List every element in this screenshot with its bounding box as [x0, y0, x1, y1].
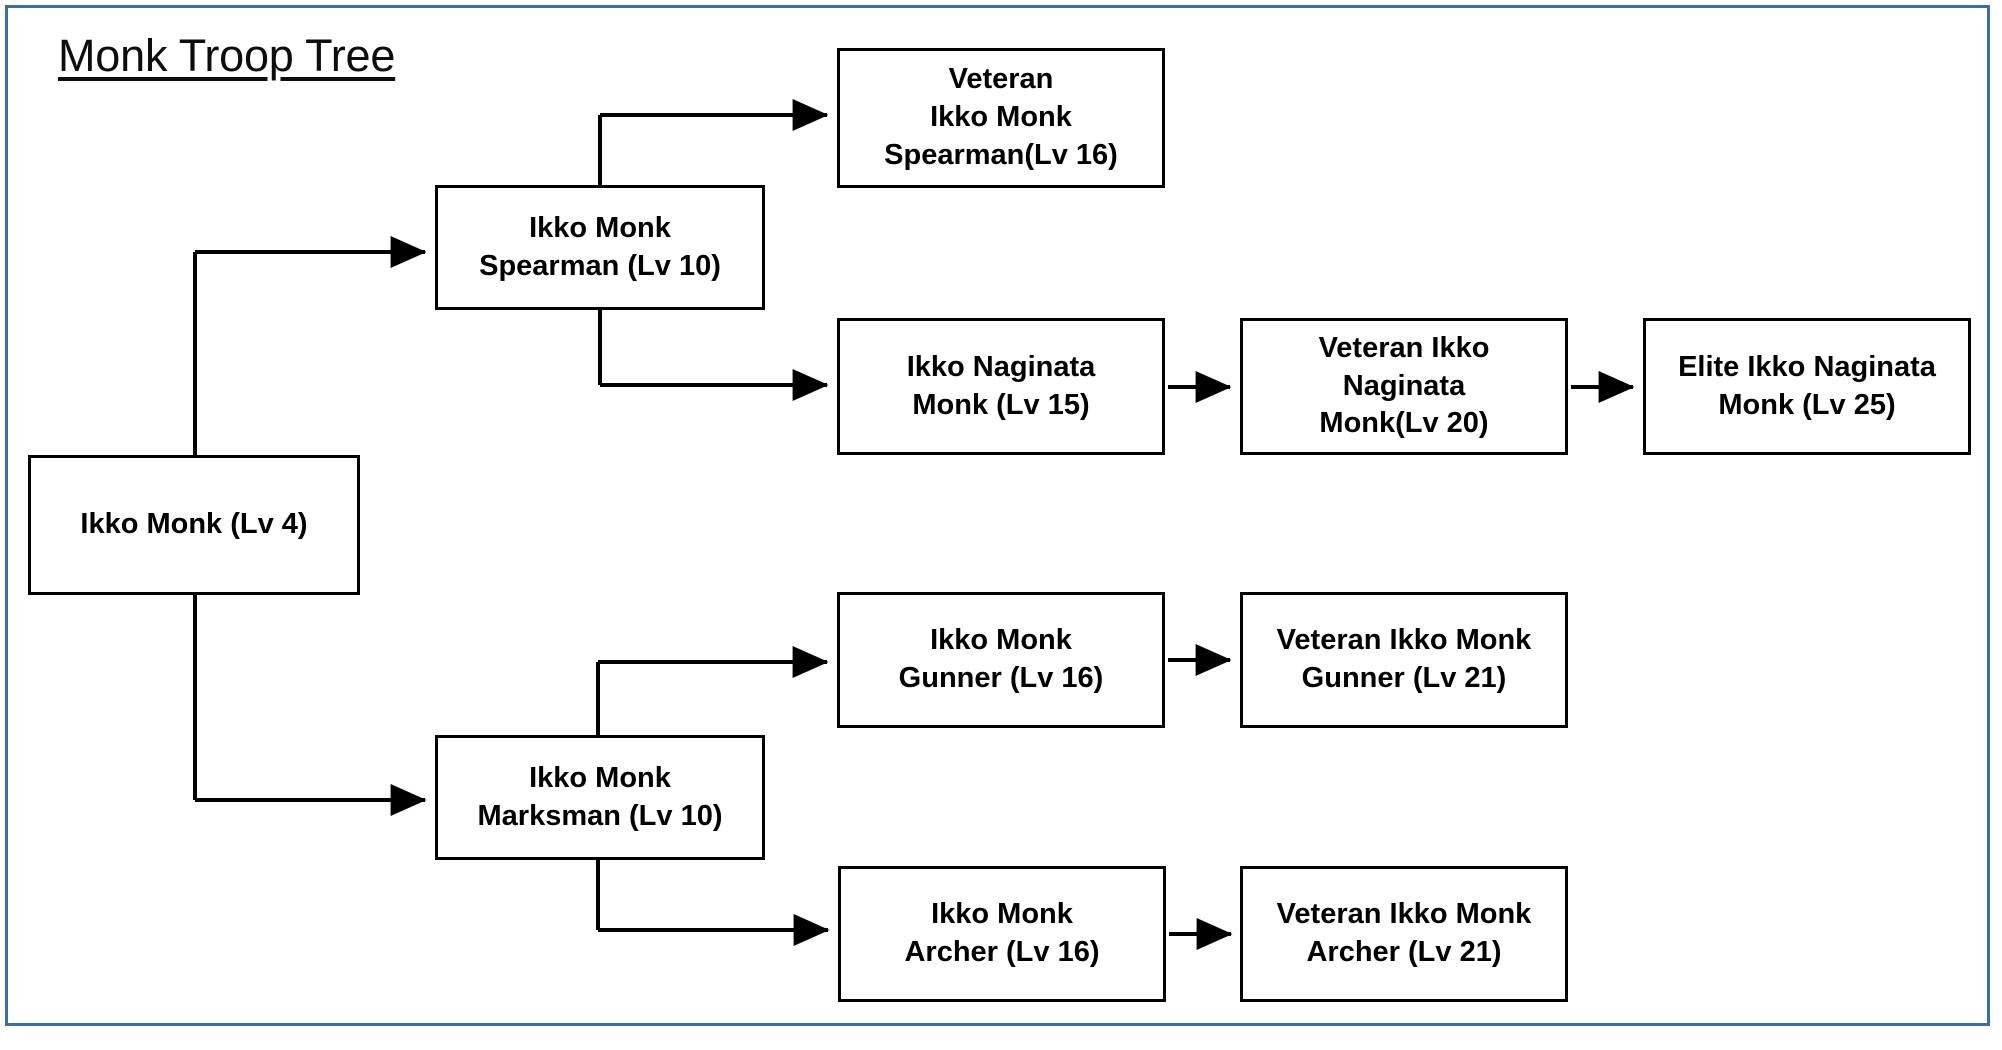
node-veteran-ikko-naginata-monk[interactable]: Veteran Ikko Naginata Monk(Lv 20) [1240, 318, 1568, 455]
node-ikko-monk[interactable]: Ikko Monk (Lv 4) [28, 455, 360, 595]
node-veteran-ikko-monk-gunner[interactable]: Veteran Ikko Monk Gunner (Lv 21) [1240, 592, 1568, 728]
page-title: Monk Troop Tree [58, 30, 396, 81]
node-ikko-monk-spearman[interactable]: Ikko Monk Spearman (Lv 10) [435, 185, 765, 310]
node-veteran-ikko-monk-archer[interactable]: Veteran Ikko Monk Archer (Lv 21) [1240, 866, 1568, 1002]
node-ikko-monk-gunner[interactable]: Ikko Monk Gunner (Lv 16) [837, 592, 1165, 728]
node-ikko-monk-marksman[interactable]: Ikko Monk Marksman (Lv 10) [435, 735, 765, 860]
node-elite-ikko-naginata-monk[interactable]: Elite Ikko Naginata Monk (Lv 25) [1643, 318, 1971, 455]
node-ikko-monk-archer[interactable]: Ikko Monk Archer (Lv 16) [838, 866, 1166, 1002]
node-ikko-naginata-monk[interactable]: Ikko Naginata Monk (Lv 15) [837, 318, 1165, 455]
node-veteran-ikko-monk-spearman[interactable]: Veteran Ikko Monk Spearman(Lv 16) [837, 48, 1165, 188]
